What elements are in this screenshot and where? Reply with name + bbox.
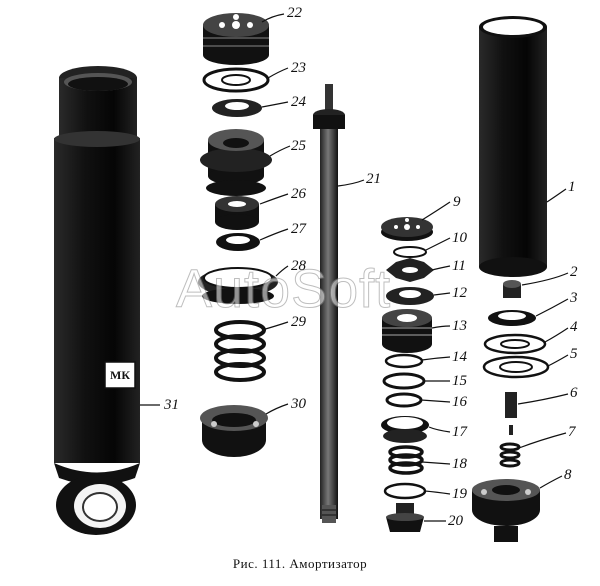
label-5: 5 bbox=[570, 346, 578, 362]
label-26: 26 bbox=[291, 186, 306, 202]
part-15-ring bbox=[382, 372, 426, 390]
part-19-washer bbox=[383, 482, 427, 500]
part-16-ring bbox=[385, 392, 423, 408]
part-6-stem bbox=[505, 392, 517, 435]
part-1-cylinder bbox=[479, 16, 547, 277]
part-29-spring bbox=[214, 320, 266, 382]
label-23: 23 bbox=[291, 60, 306, 76]
part-31-assembled-shock-absorber bbox=[54, 66, 140, 535]
part-12-washer bbox=[386, 287, 434, 305]
label-7: 7 bbox=[568, 424, 576, 440]
label-22: 22 bbox=[287, 5, 302, 21]
label-3: 3 bbox=[570, 290, 578, 306]
part-3-ring bbox=[488, 310, 536, 326]
part-4-spring-washer bbox=[483, 333, 547, 355]
label-18: 18 bbox=[452, 456, 467, 472]
part-11-star-plate bbox=[386, 258, 434, 282]
part-27-ring bbox=[216, 233, 260, 251]
part-13-piston bbox=[382, 309, 432, 353]
label-19: 19 bbox=[452, 486, 467, 502]
label-27: 27 bbox=[291, 221, 306, 237]
label-28: 28 bbox=[291, 258, 306, 274]
label-4: 4 bbox=[570, 319, 578, 335]
part-9-valve-plate bbox=[381, 217, 433, 241]
label-17: 17 bbox=[452, 424, 467, 440]
part-23-washer bbox=[202, 67, 270, 93]
label-14: 14 bbox=[452, 349, 467, 365]
label-13: 13 bbox=[452, 318, 467, 334]
part-17-cup bbox=[381, 416, 429, 443]
part-28-gasket bbox=[198, 267, 278, 304]
label-8: 8 bbox=[564, 467, 572, 483]
part-30-lower-cup bbox=[200, 405, 268, 457]
label-6: 6 bbox=[570, 385, 578, 401]
watermark: AutoSoft bbox=[175, 259, 392, 320]
label-16: 16 bbox=[452, 394, 467, 410]
label-29: 29 bbox=[291, 314, 306, 330]
label-9: 9 bbox=[453, 194, 461, 210]
figure-caption: Рис. 111. Амортизатор bbox=[232, 556, 368, 571]
label-30: 30 bbox=[291, 396, 306, 412]
part-14-ring bbox=[384, 353, 424, 369]
label-21: 21 bbox=[366, 171, 381, 187]
part-10-disc bbox=[393, 246, 427, 258]
part-25-seal-holder bbox=[200, 129, 272, 196]
label-20: 20 bbox=[448, 513, 463, 529]
part-18-spring bbox=[388, 445, 424, 475]
label-11: 11 bbox=[452, 258, 466, 274]
label-12: 12 bbox=[452, 285, 467, 301]
label-2: 2 bbox=[570, 264, 578, 280]
part-26-bushing bbox=[215, 196, 259, 230]
part-7-spring bbox=[499, 442, 521, 468]
part-22-cap bbox=[203, 13, 269, 65]
leader-lines bbox=[140, 13, 569, 522]
label-25: 25 bbox=[291, 138, 306, 154]
label-24: 24 bbox=[291, 94, 306, 110]
part-8-compression-valve bbox=[472, 479, 540, 542]
label-15: 15 bbox=[452, 373, 467, 389]
part-2-valve bbox=[503, 280, 521, 298]
emblem-text: МК bbox=[110, 368, 131, 382]
part-24-ring bbox=[212, 99, 262, 117]
label-10: 10 bbox=[452, 230, 467, 246]
part-21-piston-rod bbox=[313, 84, 345, 523]
label-1: 1 bbox=[568, 179, 576, 195]
part-20-nut bbox=[386, 503, 424, 532]
label-31: 31 bbox=[164, 397, 179, 413]
part-5-plate bbox=[482, 355, 550, 379]
